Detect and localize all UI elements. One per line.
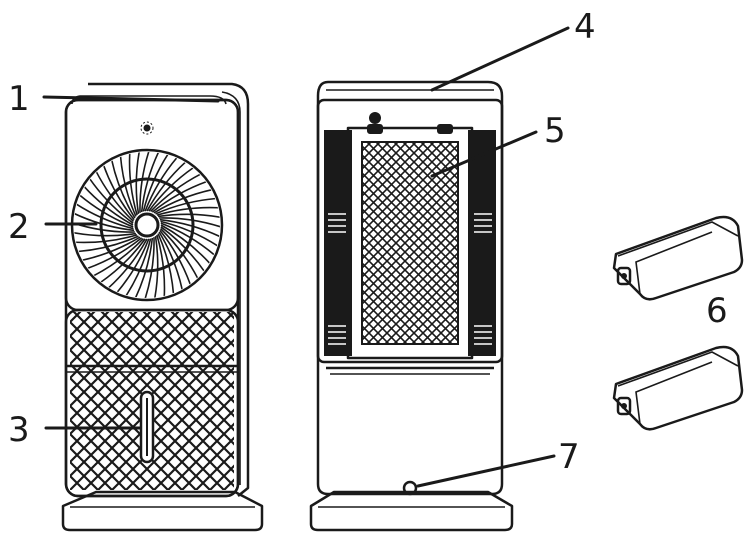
fan-blade [92,237,144,277]
drain-plug [402,480,418,496]
ice-pack-top [612,215,744,301]
fan-blade [142,153,169,212]
fan-blade [144,156,178,212]
rear-body [316,80,504,496]
fan-blade [155,197,217,215]
callout-2: 2 [8,207,30,247]
fan-blade [139,152,150,213]
fan-blade [74,231,137,237]
leader-1 [42,95,220,103]
filter-mesh [361,141,459,345]
fan-blade [159,218,220,238]
callout-7: 7 [558,437,580,477]
fan-blade [99,238,146,284]
rear-base [309,490,514,532]
fan-blade [83,185,134,226]
fan-blade [110,159,136,219]
front-side-panel [88,82,250,497]
leader-4 [430,26,570,92]
fan-blade [146,161,187,212]
fan-blade [86,237,143,270]
fan-blade [116,238,150,294]
fan-blade [157,233,175,295]
fan-blade [156,234,166,297]
front-base [61,490,264,532]
fan-blade [156,206,219,216]
fan-blade [160,220,219,247]
fan-blade [134,237,154,298]
fan-blade [135,152,141,215]
fan-blade [144,237,155,298]
fan-blade [157,213,220,219]
fan-blade [128,153,138,216]
fan-blade [159,229,192,286]
leader-5 [430,130,538,178]
fan-blade [81,236,141,262]
fan-blade [148,166,195,212]
front-view [61,82,264,532]
fan-blade [153,235,159,298]
fan-blade [160,226,206,273]
fan-blade [159,228,199,280]
fan-blade [107,238,148,289]
fan-blade [140,152,160,213]
fan-blade [75,203,134,230]
fan-blade [75,234,138,244]
fan-blade [153,188,213,214]
fan-blade [160,224,211,265]
fan-blade [125,238,152,297]
leader-7 [416,454,556,488]
fan-blade [150,173,202,213]
power-indicator-icon [140,121,154,135]
callout-6: 6 [706,291,728,331]
fan-blade [95,170,135,222]
callout-3: 3 [8,410,30,450]
fan-blade [160,222,216,256]
ice-pack-bottom [612,345,744,431]
callout-1: 1 [8,79,30,119]
fan-blade [74,212,135,232]
callout-4: 4 [574,7,596,47]
fan-blade [88,177,134,224]
filter-clips [367,112,453,134]
rear-view [309,80,514,532]
rear-upper-panel [316,98,504,364]
fan-blade [158,231,184,291]
fan-blade [159,217,220,228]
callout-5: 5 [544,111,566,151]
fan-blade [151,180,208,213]
fan-blade [78,194,134,228]
fan-blade [77,235,139,253]
fan-blade [119,155,137,217]
fan-blade [102,164,135,221]
filter-frame [346,126,474,360]
